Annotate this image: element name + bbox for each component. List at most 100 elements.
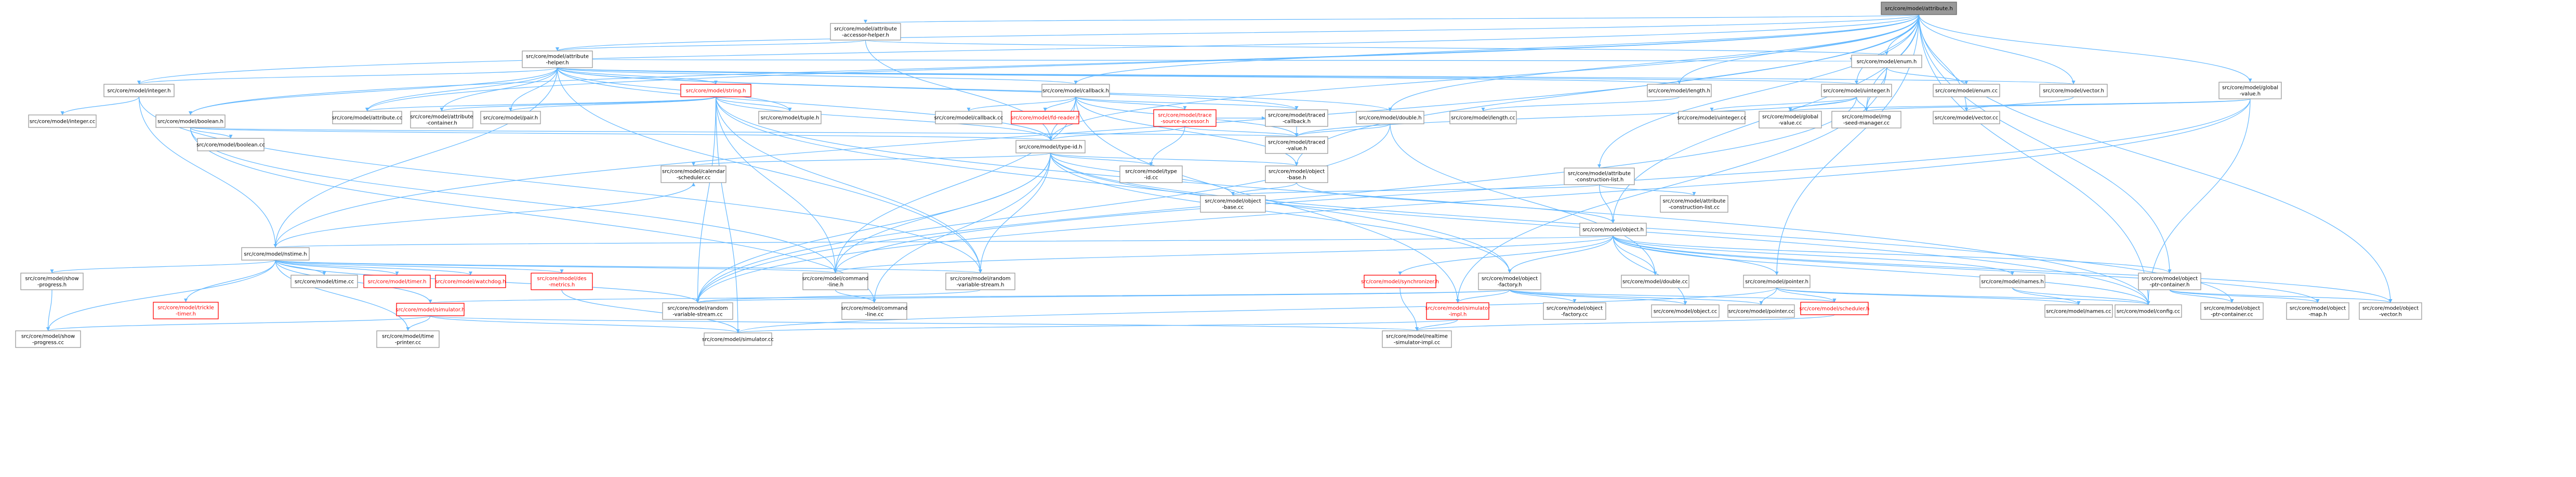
edge-n6-n20 (1075, 96, 1185, 110)
node-n3[interactable]: src/core/model/enum.h (1851, 55, 1922, 68)
node-n52[interactable]: src/core/model/trickle-timer.h (153, 302, 219, 319)
node-n38[interactable]: src/core/model/nstime.h (241, 247, 310, 261)
node-n19[interactable]: src/core/model/fd-reader.h (1011, 111, 1079, 124)
node-n1[interactable]: src/core/model/attribute-accessor-helper… (830, 23, 901, 41)
node-box (410, 111, 473, 128)
node-n10[interactable]: src/core/model/global-value.h (2218, 82, 2282, 99)
edge-arrowhead (834, 269, 837, 273)
node-n64[interactable]: src/core/model/object-map.h (2286, 302, 2349, 320)
node-label: src/core/model/simulator.cc (702, 337, 774, 343)
node-label: src/core/model/object (1269, 169, 1325, 175)
node-box (28, 114, 97, 128)
node-n62[interactable]: src/core/model/config.cc (2115, 304, 2182, 318)
node-n11[interactable]: src/core/model/enum.cc (1933, 84, 2000, 97)
edge-arrowhead (864, 20, 867, 23)
node-n9[interactable]: src/core/model/vector.h (2039, 84, 2108, 97)
node-n22[interactable]: src/core/model/double.h (1356, 111, 1424, 124)
node-n56[interactable]: src/core/model/simulator-impl.h (1425, 302, 1491, 320)
edge-n37-n62 (1613, 235, 2149, 305)
node-n63[interactable]: src/core/model/object-ptr-container.cc (2200, 302, 2264, 320)
node-n24[interactable]: src/core/model/uinteger.cc (1677, 111, 1747, 124)
node-n57[interactable]: src/core/model/object-factory.cc (1543, 302, 1606, 320)
node-n40[interactable]: src/core/model/time.cc (290, 275, 358, 288)
node-n34[interactable]: src/core/model/object-base.cc (1200, 195, 1266, 213)
edge-n5-n14 (366, 96, 717, 112)
edge-n10-n62 (2148, 98, 2251, 305)
node-label: src/core/model/tuple.h (761, 115, 820, 121)
node-n41[interactable]: src/core/model/timer.h (363, 275, 431, 288)
node-n16[interactable]: src/core/model/pair.h (480, 111, 541, 124)
edge-arrowhead (1183, 106, 1187, 110)
node-n50[interactable]: src/core/model/names.h (1979, 275, 2045, 288)
node-n2[interactable]: src/core/model/attribute-helper.h (522, 50, 593, 68)
node-n31[interactable]: src/core/model/calendar-scheduler.cc (660, 165, 726, 183)
node-n49[interactable]: src/core/model/pointer.h (1743, 275, 1811, 288)
node-n15[interactable]: src/core/model/attribute-container.h (410, 111, 473, 128)
node-n59[interactable]: src/core/model/pointer.cc (1727, 304, 1795, 318)
node-n20[interactable]: src/core/model/trace-source-accessor.h (1153, 109, 1217, 127)
edge-arrowhead (692, 183, 695, 186)
node-n47[interactable]: src/core/model/object-factory.h (1478, 273, 1541, 290)
edge-n5-n62 (715, 96, 2149, 305)
node-box (363, 275, 431, 288)
node-n21[interactable]: src/core/model/traced-callback.h (1265, 109, 1328, 127)
node-n25[interactable]: src/core/model/global-value.cc (1759, 111, 1822, 128)
node-n5[interactable]: src/core/model/string.h (680, 84, 751, 97)
node-label: src/core/model/object.cc (1654, 309, 1718, 315)
node-n0[interactable]: src/core/model/attribute.h (1881, 2, 1957, 15)
node-n30[interactable]: src/core/model/traced-value.h (1265, 136, 1328, 154)
node-n60[interactable]: src/core/model/scheduler.h (1799, 302, 1870, 315)
node-n35[interactable]: src/core/model/attribute-construction-li… (1564, 167, 1635, 185)
node-n7[interactable]: src/core/model/length.h (1647, 84, 1712, 97)
node-n13[interactable]: src/core/model/boolean.h (155, 114, 226, 128)
node-label: -line.h (827, 282, 843, 288)
node-n48[interactable]: src/core/model/double.cc (1621, 275, 1689, 288)
edge-arrowhead (560, 269, 564, 273)
node-n43[interactable]: src/core/model/des-metrics.h (531, 273, 593, 290)
node-label: src/core/model/trickle (157, 305, 214, 311)
node-n23[interactable]: src/core/model/length.cc (1449, 111, 1517, 124)
node-n53[interactable]: src/core/model/simulator.h (395, 303, 465, 316)
node-n18[interactable]: src/core/model/callback.cc (934, 111, 1003, 124)
node-n44[interactable]: src/core/model/command-line.h (802, 273, 868, 290)
node-n33[interactable]: src/core/model/object-base.h (1265, 165, 1328, 183)
node-n46[interactable]: src/core/model/synchronizer.h (1361, 275, 1439, 288)
node-n37[interactable]: src/core/model/object.h (1579, 223, 1647, 236)
node-n14[interactable]: src/core/model/attribute.cc (332, 111, 402, 124)
node-n28[interactable]: src/core/model/boolean.cc (196, 138, 265, 151)
node-n12[interactable]: src/core/model/integer.cc (28, 114, 97, 128)
node-n69[interactable]: src/core/model/realtime-simulator-impl.c… (1382, 330, 1452, 348)
edge-n33-n37 (1296, 182, 1614, 224)
edges-layer (46, 14, 2393, 333)
node-n32[interactable]: src/core/model/type-id.cc (1119, 165, 1183, 183)
node-n27[interactable]: src/core/model/vector.cc (1933, 111, 2000, 124)
node-n51[interactable]: src/core/model/object-ptr-container.h (2138, 273, 2201, 290)
node-n58[interactable]: src/core/model/object.cc (1651, 304, 1720, 318)
node-n54[interactable]: src/core/model/random-variable-stream.cc (662, 302, 733, 320)
node-n68[interactable]: src/core/model/simulator.cc (702, 332, 774, 346)
node-n67[interactable]: src/core/model/time-printer.cc (376, 330, 440, 348)
node-label: src/core/model/attribute (1662, 199, 1725, 204)
node-n65[interactable]: src/core/model/object-vector.h (2359, 302, 2422, 320)
edge-n29-n33 (1050, 152, 1297, 166)
node-n8[interactable]: src/core/model/uinteger.h (1821, 84, 1892, 97)
node-n39[interactable]: src/core/model/show-progress.h (20, 273, 84, 290)
node-label: src/core/model/trace (1158, 113, 1211, 119)
node-n55[interactable]: src/core/model/command-line.cc (841, 302, 907, 320)
edge-n10-n26 (1866, 98, 2251, 112)
node-n45[interactable]: src/core/model/random-variable-stream.h (945, 273, 1015, 290)
node-n61[interactable]: src/core/model/names.cc (2044, 304, 2113, 318)
node-n17[interactable]: src/core/model/tuple.h (758, 111, 822, 124)
node-label: src/core/model/rng (1842, 114, 1891, 120)
node-n26[interactable]: src/core/model/rng-seed-manager.cc (1831, 111, 1901, 128)
node-n6[interactable]: src/core/model/callback.h (1041, 84, 1110, 97)
node-n29[interactable]: src/core/model/type-id.h (1015, 140, 1086, 153)
node-n4[interactable]: src/core/model/integer.h (103, 84, 175, 97)
edge-arrowhead (1481, 108, 1485, 111)
node-label: src/core/model/pointer.h (1745, 279, 1808, 285)
edge-arrowhead (1775, 272, 1779, 275)
node-n36[interactable]: src/core/model/attribute-construction-li… (1660, 195, 1728, 213)
edge-n49-n68 (737, 287, 1777, 333)
node-n66[interactable]: src/core/model/show-progress.cc (15, 330, 81, 348)
node-n42[interactable]: src/core/model/watchdog.h (435, 275, 506, 288)
